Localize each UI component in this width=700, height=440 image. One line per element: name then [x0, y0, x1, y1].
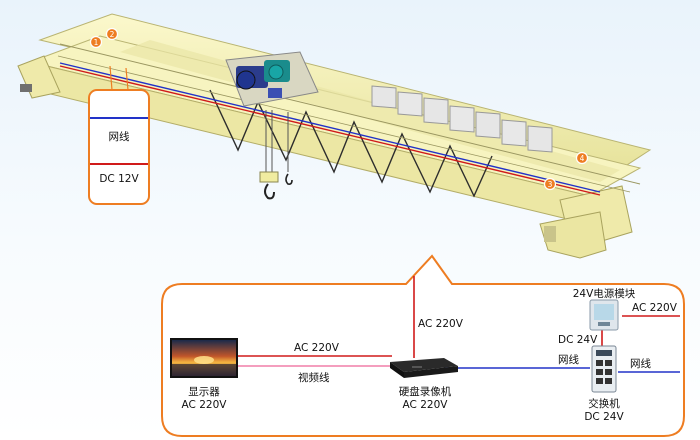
overhead-crane: 1 2 3 4	[17, 13, 652, 259]
left-wheel	[20, 84, 32, 92]
camera-marker-3: 3	[543, 177, 557, 191]
hoist-hooks	[259, 110, 293, 200]
system-panel	[161, 254, 685, 437]
recorder-link-network-label: 网线	[558, 354, 579, 366]
svg-text:1: 1	[94, 38, 99, 47]
recorder-power: AC 220V	[402, 399, 448, 411]
switch-name: 交换机	[588, 398, 620, 410]
power-module-title: 24V电源模块	[572, 288, 636, 300]
monitor-power: AC 220V	[181, 399, 227, 411]
girder-power-cable	[59, 65, 601, 196]
svg-text:4: 4	[580, 154, 585, 163]
callout-power-stripe	[90, 163, 148, 165]
callout-power-label: DC 12V	[99, 173, 139, 185]
power-module-input-label: AC 220V	[632, 302, 677, 314]
switch-uplink-label: 网线	[630, 358, 651, 370]
monitor-device	[170, 338, 238, 378]
crane-trolley	[225, 51, 319, 107]
callout-network-stripe	[90, 117, 148, 119]
svg-text:2: 2	[110, 30, 115, 39]
monitor-link-power-label: AC 220V	[294, 342, 339, 354]
switch-device	[591, 345, 617, 393]
recorder-feed-label: AC 220V	[418, 318, 463, 330]
callout-pointer	[109, 65, 129, 91]
camera-marker-1: 1	[89, 35, 103, 49]
camera-marker-4: 4	[575, 151, 589, 165]
recorder-name: 硬盘录像机	[398, 386, 452, 398]
svg-text:3: 3	[548, 180, 553, 189]
monitor-name: 显示器	[188, 386, 220, 398]
power-module-output-label: DC 24V	[558, 334, 598, 346]
power-module-device	[589, 299, 619, 331]
recorder-device	[390, 358, 458, 378]
switch-power: DC 24V	[584, 411, 624, 423]
electrical-cabinets	[371, 85, 553, 153]
girder-network-cable	[59, 62, 601, 193]
crane-cable-callout: 网线 DC 12V	[88, 89, 150, 205]
camera-marker-2: 2	[105, 27, 119, 41]
monitor-link-video-label: 视频线	[298, 372, 330, 384]
callout-network-label: 网线	[108, 131, 130, 143]
